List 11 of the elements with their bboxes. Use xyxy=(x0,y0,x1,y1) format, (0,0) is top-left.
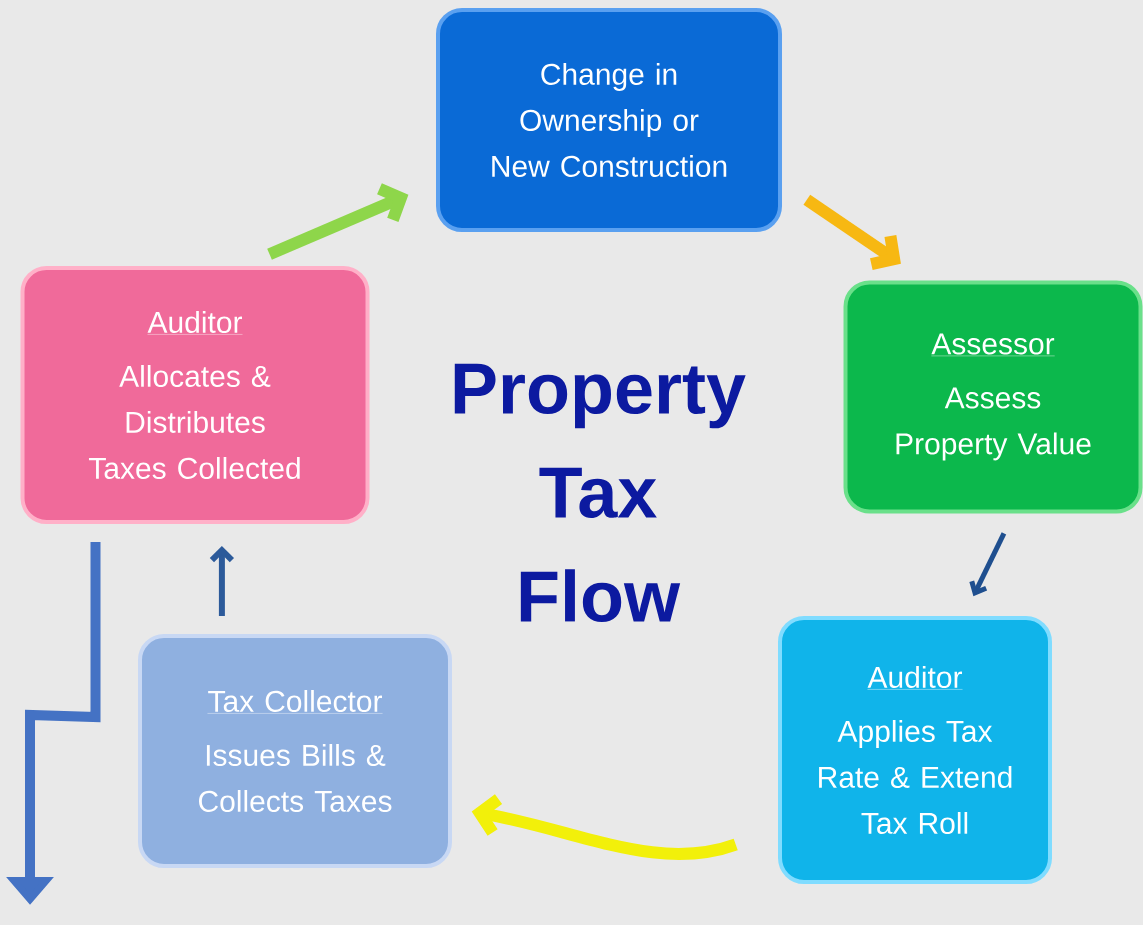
process-box: Auditor Applies Tax Rate & Extend Tax Roll xyxy=(778,616,1052,884)
arrow xyxy=(267,183,409,260)
process-box: Tax Collector Issues Bills & Collects Taxes xyxy=(138,634,452,868)
process-box: Assessor Assess Property Value xyxy=(843,280,1143,514)
process-box: Change in Ownership or New Construction xyxy=(436,8,782,232)
arrow xyxy=(471,794,738,860)
arrow xyxy=(209,546,235,616)
process-box: Auditor Allocates & Distributes Taxes Collected xyxy=(20,266,370,524)
title: Property Tax Flow xyxy=(454,363,746,623)
arrow xyxy=(969,532,1007,597)
arrow xyxy=(803,194,901,270)
